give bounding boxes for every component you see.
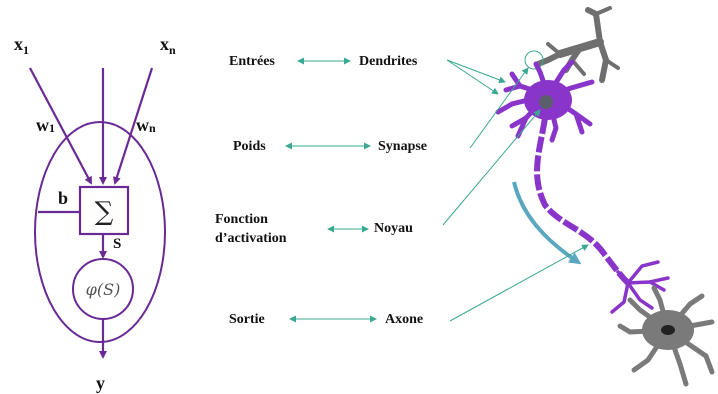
output-y-label: y bbox=[96, 373, 105, 393]
postsynaptic-nucleus bbox=[661, 325, 675, 335]
axon bbox=[537, 118, 628, 283]
presynaptic-terminal bbox=[538, 8, 618, 80]
label-poids: Poids bbox=[233, 139, 266, 154]
weight-w1-label: w1 bbox=[36, 115, 55, 135]
label-dendrites: Dendrites bbox=[359, 54, 418, 69]
bias-label: b bbox=[58, 188, 68, 208]
label-sortie: Sortie bbox=[229, 312, 265, 327]
biological-neuron bbox=[498, 8, 712, 384]
sum-output-label: S bbox=[113, 236, 121, 252]
weight-wn-label: wn bbox=[136, 115, 156, 135]
pointer-dendrites-2 bbox=[447, 60, 498, 94]
label-axone: Axone bbox=[385, 312, 423, 327]
label-activation: d’activation bbox=[215, 231, 287, 246]
sum-symbol: ∑ bbox=[95, 197, 114, 227]
nucleus bbox=[539, 95, 553, 109]
label-noyau: Noyau bbox=[374, 221, 413, 236]
input-x1-label: x1 bbox=[14, 34, 29, 57]
correspondence-table: Entrées Dendrites Poids Synapse Fonction… bbox=[215, 54, 427, 327]
activation-label: φ(S) bbox=[86, 280, 121, 299]
label-fonction: Fonction bbox=[215, 212, 268, 227]
label-entrees: Entrées bbox=[229, 54, 275, 69]
pointer-axone bbox=[450, 245, 588, 321]
label-synapse: Synapse bbox=[378, 139, 427, 154]
perceptron: ∑ S φ(S) x1 xn w1 wn b y bbox=[14, 34, 176, 393]
input-xn-label: xn bbox=[160, 34, 176, 57]
pointer-dendrites-1 bbox=[447, 60, 505, 82]
